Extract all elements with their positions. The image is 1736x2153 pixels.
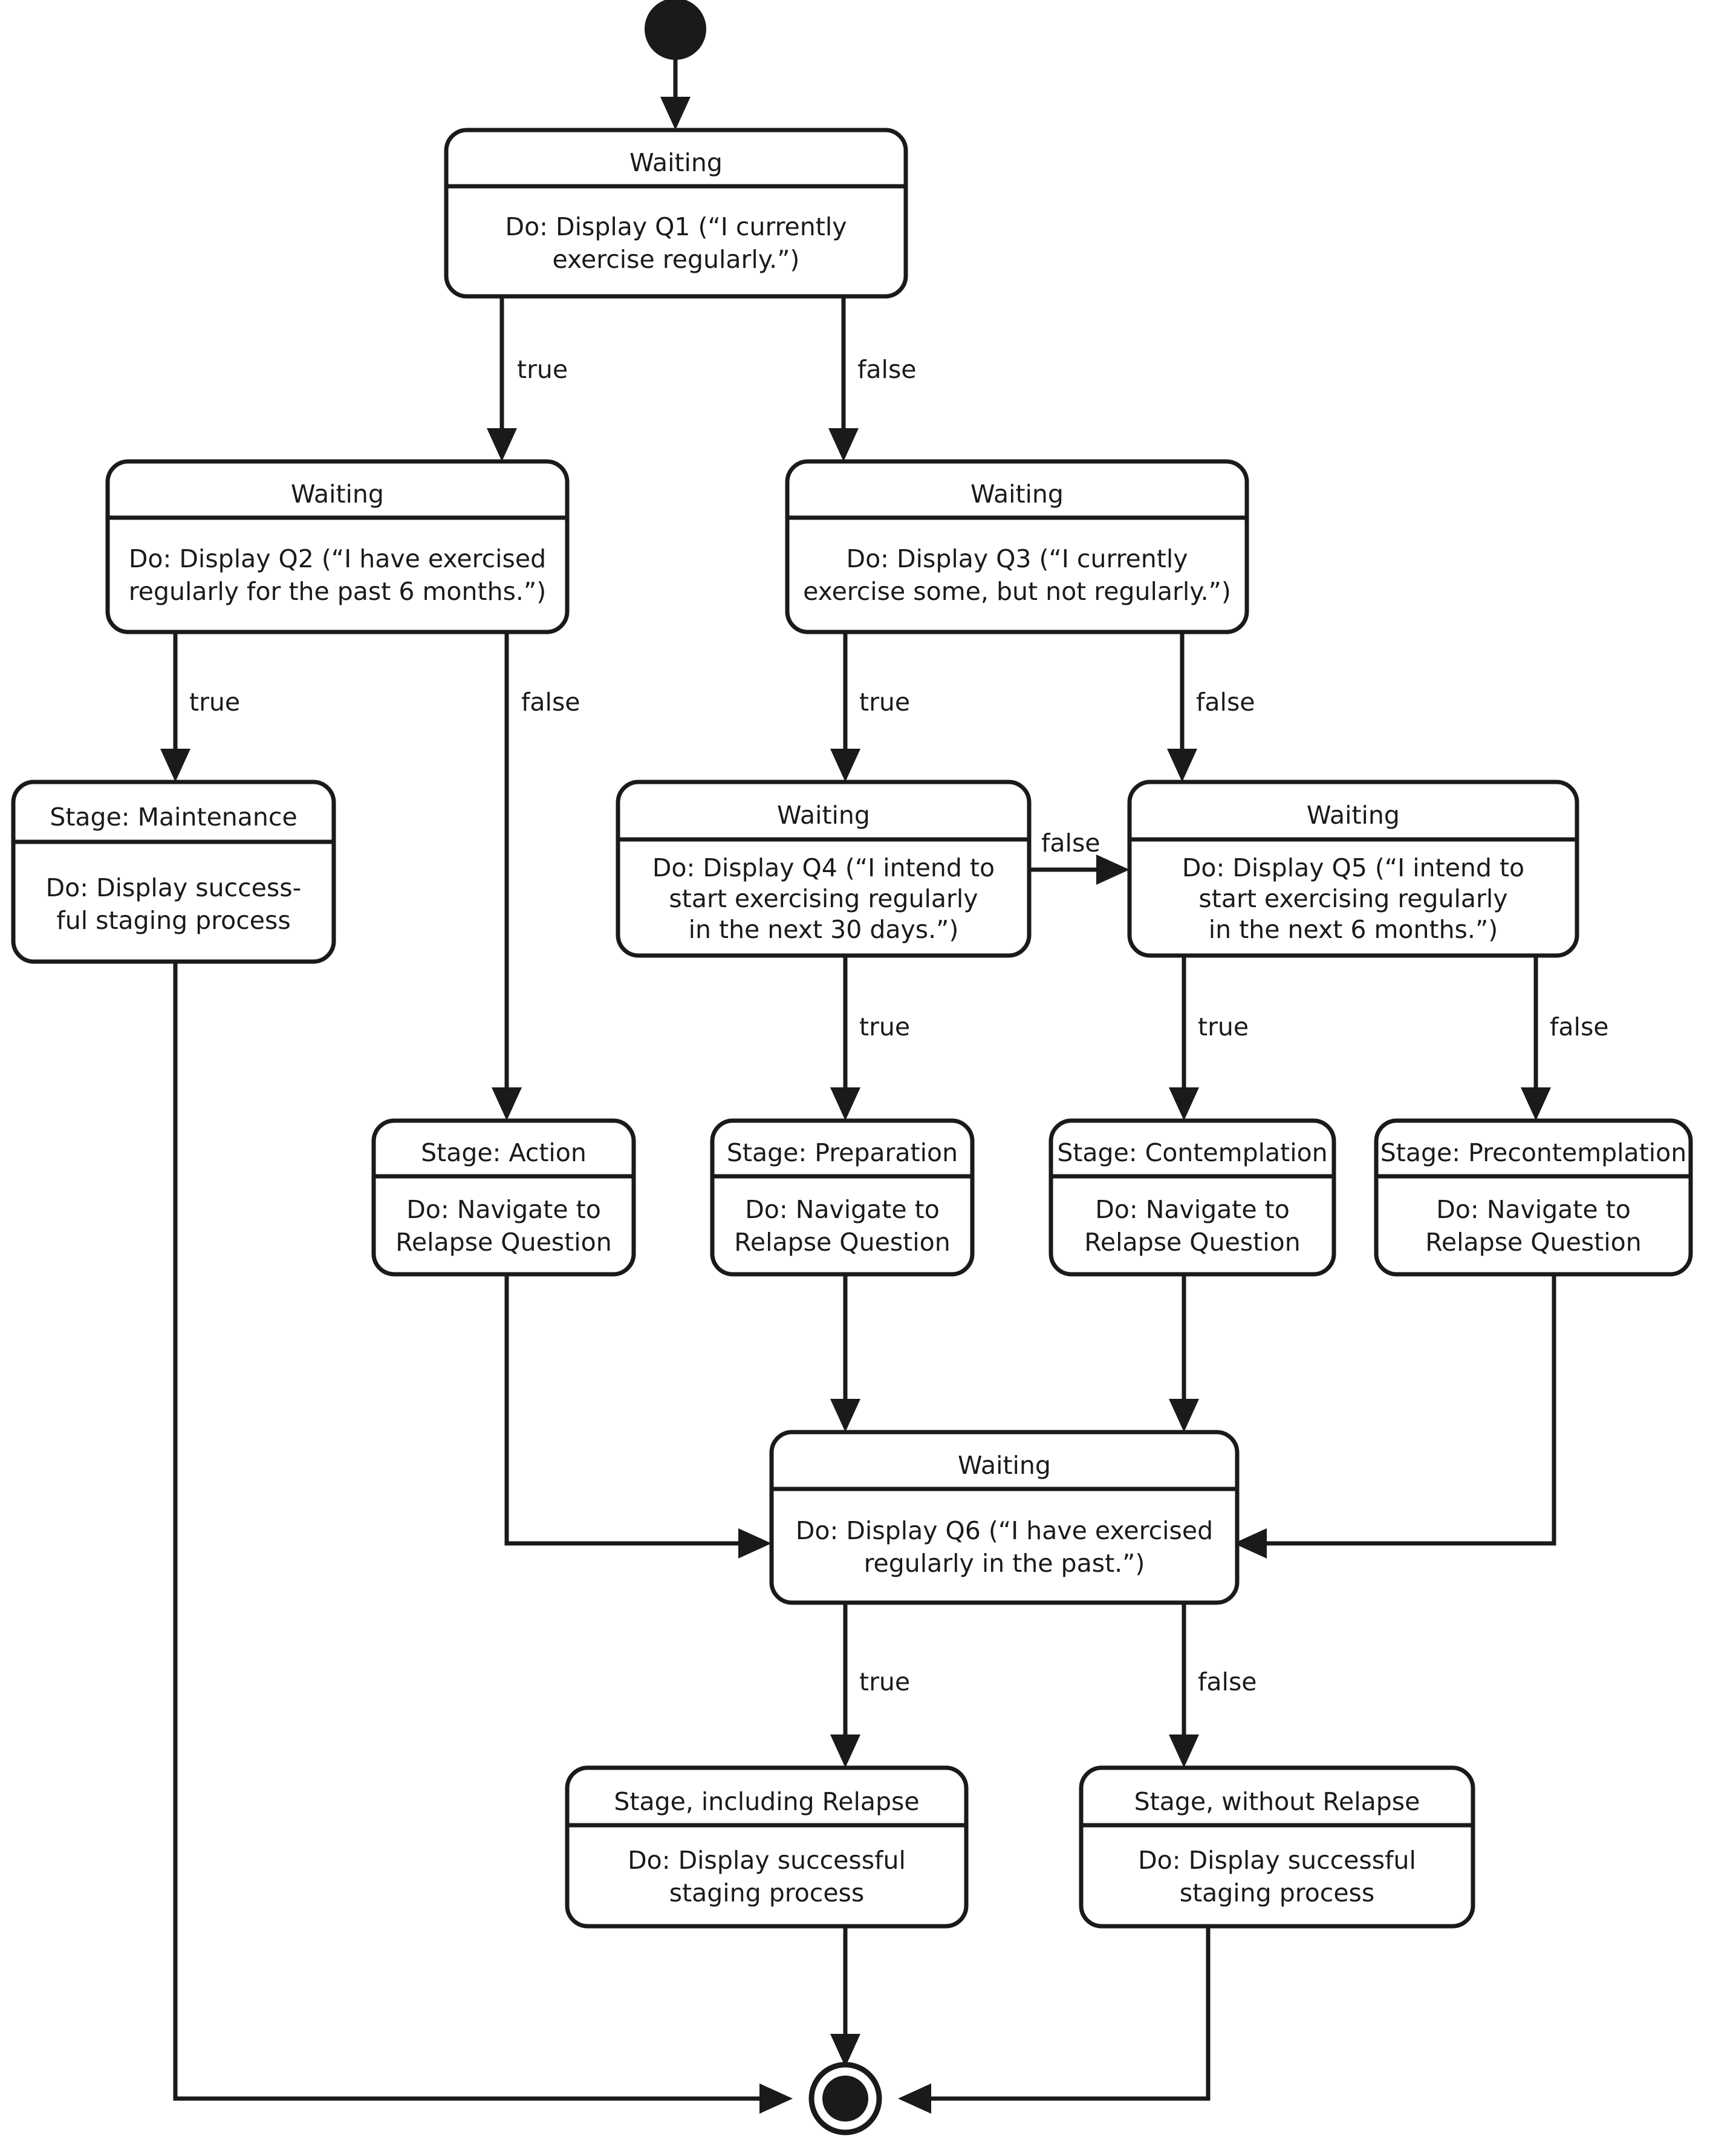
edge-q2-false-to-action (492, 632, 522, 1121)
state-contemplation-body-line-0: Do: Navigate to (1095, 1195, 1290, 1224)
state-precontemplation[interactable]: Stage: Precontemplation Do: Navigate to … (1374, 1118, 1693, 1277)
initial-state-node (645, 0, 706, 60)
state-precontemplation-body-line-0: Do: Navigate to (1436, 1195, 1631, 1224)
edge-q4-false-to-q5 (1029, 855, 1130, 885)
edge-q3-false-to-q5 (1167, 632, 1197, 782)
edge-label-q5-true: true (1198, 1012, 1249, 1041)
state-q5-body-line-0: Do: Display Q5 (“I intend to (1182, 853, 1524, 882)
state-contemplation-title: Stage: Contemplation (1057, 1138, 1327, 1167)
edge-label-q2-false: false (521, 688, 580, 717)
state-preparation-body-line-1: Relapse Question (734, 1228, 950, 1257)
state-q5-body-line-1: start exercising regularly (1198, 884, 1507, 913)
state-stage-including-relapse[interactable]: Stage, including Relapse Do: Display suc… (565, 1765, 969, 1929)
state-action[interactable]: Stage: Action Do: Navigate to Relapse Qu… (371, 1118, 636, 1277)
edge-initial-to-q1 (660, 59, 691, 130)
state-q5-title: Waiting (1307, 801, 1400, 830)
state-q1-body-line-0: Do: Display Q1 (“I currently (506, 212, 847, 241)
edge-q1-true-to-q2 (487, 296, 517, 461)
state-q5[interactable]: Waiting Do: Display Q5 (“I intend to sta… (1127, 780, 1579, 958)
edge-stage-no-relapse-to-final (898, 1926, 1211, 2114)
edge-q5-false-to-precontemplation (1521, 956, 1551, 1121)
state-q1[interactable]: Waiting Do: Display Q1 (“I currently exe… (444, 128, 908, 299)
state-q4-title: Waiting (777, 801, 870, 830)
edge-label-q3-true: true (859, 688, 910, 717)
edge-label-q1-true: true (517, 355, 568, 384)
state-q1-body-line-1: exercise regularly.”) (553, 245, 800, 274)
state-stage-including-relapse-title: Stage, including Relapse (614, 1787, 919, 1816)
state-stage-without-relapse[interactable]: Stage, without Relapse Do: Display succe… (1079, 1765, 1475, 1929)
state-q1-title: Waiting (629, 148, 723, 177)
state-preparation[interactable]: Stage: Preparation Do: Navigate to Relap… (710, 1118, 975, 1277)
state-q2-body-line-1: regularly for the past 6 months.”) (129, 577, 546, 606)
final-state-node (808, 2062, 882, 2135)
edge-label-q5-false: false (1550, 1012, 1609, 1041)
edge-label-q6-true: true (859, 1667, 910, 1696)
state-action-body-line-0: Do: Navigate to (406, 1195, 601, 1224)
state-precontemplation-body-line-1: Relapse Question (1425, 1228, 1641, 1257)
state-q6-body-line-0: Do: Display Q6 (“I have exercised (796, 1516, 1213, 1545)
state-q2[interactable]: Waiting Do: Display Q2 (“I have exercise… (105, 459, 570, 634)
state-preparation-title: Stage: Preparation (727, 1138, 958, 1167)
state-q3[interactable]: Waiting Do: Display Q3 (“I currently exe… (785, 459, 1249, 634)
edge-q2-true-to-maintenance (160, 632, 190, 782)
edge-stage-relapse-to-final (830, 1926, 860, 2067)
state-maintenance[interactable]: Stage: Maintenance Do: Display success- … (11, 780, 336, 964)
state-q3-title: Waiting (970, 480, 1064, 509)
edge-label-q1-false: false (857, 355, 917, 384)
edge-q3-true-to-q4 (830, 632, 860, 782)
state-q2-body-line-0: Do: Display Q2 (“I have exercised (129, 544, 546, 573)
state-maintenance-title: Stage: Maintenance (50, 803, 297, 832)
edge-contemplation-to-q6 (1169, 1274, 1199, 1432)
state-contemplation-body-line-1: Relapse Question (1084, 1228, 1300, 1257)
edge-action-to-q6 (504, 1274, 772, 1559)
state-q6[interactable]: Waiting Do: Display Q6 (“I have exercise… (769, 1430, 1240, 1605)
state-precontemplation-title: Stage: Precontemplation (1380, 1138, 1686, 1167)
edge-label-q4-true: true (859, 1012, 910, 1041)
state-q4[interactable]: Waiting Do: Display Q4 (“I intend to sta… (616, 780, 1032, 958)
edge-q6-true-to-stage-relapse (830, 1603, 860, 1768)
state-action-title: Stage: Action (421, 1138, 587, 1167)
state-q2-title: Waiting (291, 480, 384, 509)
state-stage-without-relapse-body-line-1: staging process (1180, 1878, 1375, 1907)
edge-label-q6-false: false (1198, 1667, 1257, 1696)
state-q4-body-line-0: Do: Display Q4 (“I intend to (652, 853, 995, 882)
edge-label-q3-false: false (1196, 688, 1255, 717)
edge-q4-true-to-preparation (830, 956, 860, 1121)
edge-maintenance-to-final (173, 962, 793, 2114)
state-maintenance-body-line-1: ful staging process (56, 906, 290, 935)
state-contemplation[interactable]: Stage: Contemplation Do: Navigate to Rel… (1048, 1118, 1336, 1277)
state-q6-title: Waiting (958, 1451, 1051, 1480)
state-q5-body-line-2: in the next 6 months.”) (1209, 915, 1498, 944)
state-action-body-line-1: Relapse Question (395, 1228, 611, 1257)
state-q3-body-line-1: exercise some, but not regularly.”) (803, 577, 1231, 606)
edge-q1-false-to-q3 (828, 296, 859, 461)
edge-q6-false-to-stage-no-relapse (1169, 1603, 1199, 1768)
state-q4-body-line-2: in the next 30 days.”) (689, 915, 959, 944)
edge-label-q2-true: true (189, 688, 240, 717)
state-stage-including-relapse-body-line-1: staging process (669, 1878, 865, 1907)
state-maintenance-body-line-0: Do: Display success- (46, 873, 302, 902)
state-q4-body-line-1: start exercising regularly (669, 884, 978, 913)
state-q3-body-line-0: Do: Display Q3 (“I currently (847, 544, 1188, 573)
state-q6-body-line-1: regularly in the past.”) (864, 1549, 1145, 1578)
state-stage-without-relapse-title: Stage, without Relapse (1134, 1787, 1420, 1816)
edge-precontemplation-to-q6 (1234, 1274, 1556, 1559)
edge-preparation-to-q6 (830, 1274, 860, 1432)
edge-q5-true-to-contemplation (1169, 956, 1199, 1121)
state-preparation-body-line-0: Do: Navigate to (745, 1195, 940, 1224)
edge-label-q4-false: false (1041, 829, 1100, 858)
state-stage-including-relapse-body-line-0: Do: Display successful (628, 1846, 906, 1875)
state-stage-without-relapse-body-line-0: Do: Display successful (1138, 1846, 1416, 1875)
